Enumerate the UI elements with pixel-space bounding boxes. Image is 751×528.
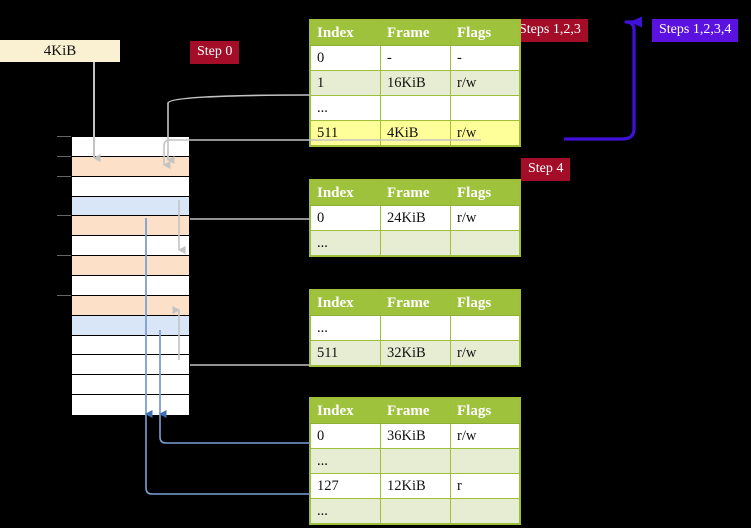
memory-block-3: [72, 196, 189, 217]
cell-frame: [380, 230, 451, 256]
cell-frame: 4KiB: [380, 120, 451, 146]
memory-block-11: [72, 355, 189, 376]
connector-memory-to-table2: [178, 200, 310, 254]
step-4-badge: Step 4: [521, 158, 571, 181]
cell-index: 0: [310, 45, 381, 71]
memory-block-0: [72, 137, 189, 157]
memory-tick-2: [57, 175, 71, 177]
cell-flags: r/w: [450, 120, 520, 146]
table-header-frame: Frame: [380, 20, 451, 46]
connector-table4-row127: [145, 414, 310, 495]
table-header-index: Index: [310, 398, 381, 424]
memory-block-13: [72, 395, 189, 415]
cell-index: 1: [310, 70, 381, 96]
cell-index: ...: [310, 448, 381, 474]
table-header-frame: Frame: [380, 180, 451, 206]
table-header-frame: Frame: [380, 290, 451, 316]
connector-memory-to-table3: [172, 306, 310, 366]
cell-frame: 36KiB: [380, 423, 451, 449]
cell-index: 511: [310, 340, 381, 366]
table-row: ...: [310, 230, 520, 256]
table-header-flags: Flags: [450, 20, 520, 46]
step-0-badge: Step 0: [190, 41, 240, 64]
cell-frame: -: [380, 45, 451, 71]
cell-frame: [380, 448, 451, 474]
table-header-index: Index: [310, 290, 381, 316]
cell-index: 0: [310, 205, 381, 231]
memory-block-6: [72, 256, 189, 276]
cell-flags: r/w: [450, 423, 520, 449]
cell-frame: 16KiB: [380, 70, 451, 96]
table-header-flags: Flags: [450, 398, 520, 424]
table-header-index: Index: [310, 20, 381, 46]
memory-tick-4: [57, 255, 71, 257]
cell-flags: r/w: [450, 205, 520, 231]
table-row: ...: [310, 95, 520, 121]
cell-frame: 24KiB: [380, 205, 451, 231]
steps-123-badge: Steps 1,2,3: [512, 19, 588, 42]
physical-memory-column: [71, 136, 190, 415]
cell-flags: [450, 498, 520, 524]
cell-flags: [450, 315, 520, 341]
memory-tick-5: [57, 294, 71, 296]
table-row: ...: [310, 448, 520, 474]
memory-block-8: [72, 295, 189, 316]
cell-index: ...: [310, 230, 381, 256]
cell-index: ...: [310, 315, 381, 341]
table-row: 0--: [310, 45, 520, 71]
memory-block-9: [72, 315, 189, 336]
memory-tick-3: [57, 215, 71, 217]
memory-tick-1: [57, 155, 71, 157]
memory-block-2: [72, 176, 189, 197]
memory-size-label: 4KiB: [0, 40, 120, 62]
memory-block-12: [72, 375, 189, 396]
cell-frame: [380, 498, 451, 524]
cell-flags: [450, 230, 520, 256]
table-header-flags: Flags: [450, 180, 520, 206]
cell-frame: 32KiB: [380, 340, 451, 366]
table-header-flags: Flags: [450, 290, 520, 316]
connector-table4-row0: [159, 414, 310, 444]
cell-index: 127: [310, 473, 381, 499]
cell-index: ...: [310, 95, 381, 121]
memory-block-5: [72, 236, 189, 257]
cell-index: 0: [310, 423, 381, 449]
memory-block-4: [72, 216, 189, 237]
memory-block-1: [72, 156, 189, 177]
cell-flags: [450, 95, 520, 121]
memory-tick-0: [57, 136, 71, 137]
table-row: ...: [310, 498, 520, 524]
cell-index: ...: [310, 498, 381, 524]
memory-block-7: [72, 276, 189, 296]
memory-block-10: [72, 335, 189, 356]
table-header-frame: Frame: [380, 398, 451, 424]
cell-flags: r: [450, 473, 520, 499]
steps-1234-badge: Steps 1,2,3,4: [652, 19, 739, 42]
cell-frame: [380, 315, 451, 341]
cell-frame: [380, 95, 451, 121]
cell-frame: 12KiB: [380, 473, 451, 499]
cell-flags: [450, 448, 520, 474]
cell-flags: r/w: [450, 70, 520, 96]
cell-index: 511: [310, 120, 381, 146]
table-row: ...: [310, 315, 520, 341]
cell-flags: -: [450, 45, 520, 71]
cell-flags: r/w: [450, 340, 520, 366]
table-header-index: Index: [310, 180, 381, 206]
